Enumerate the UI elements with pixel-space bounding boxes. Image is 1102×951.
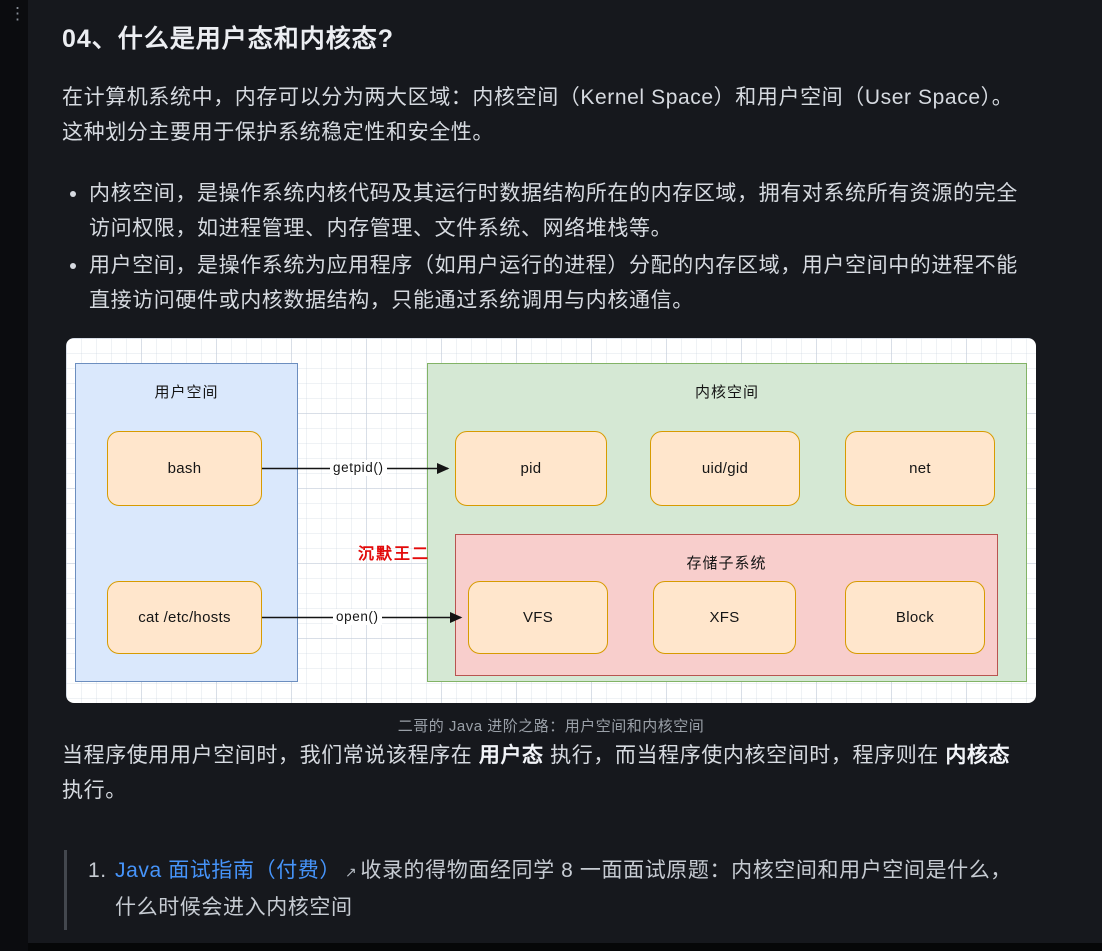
bullet-kernel-space: 内核空间，是操作系统内核代码及其运行时数据结构所在的内存区域，拥有对系统所有资源… — [89, 182, 1018, 240]
figure-caption: 二哥的 Java 进阶之路：用户空间和内核空间 — [397, 718, 705, 735]
node-vfs: VFS — [468, 581, 608, 654]
diagram-image: 用户空间 内核空间 存储子系统 bash cat /etc/hosts pid … — [66, 338, 1036, 703]
quote-body: 收录的得物面经同学 8 一面面试原题：内核空间和用户空间是什么，什么时候会进入内… — [115, 859, 1012, 919]
mode-text-3: 执行。 — [62, 779, 127, 802]
term-user-mode: 用户态 — [478, 744, 544, 767]
node-block: Block — [845, 581, 985, 654]
external-link-icon: ↗ — [345, 864, 358, 880]
article-surface: 04、什么是用户态和内核态? 在计算机系统中，内存可以分为两大区域：内核空间（K… — [28, 0, 1102, 943]
left-gutter: ⋮ — [0, 0, 28, 951]
figure: 用户空间 内核空间 存储子系统 bash cat /etc/hosts pid … — [66, 338, 1036, 738]
list-item: 内核空间，是操作系统内核代码及其运行时数据结构所在的内存区域，拥有对系统所有资源… — [89, 176, 1024, 246]
node-pid: pid — [455, 431, 607, 506]
interview-guide-link[interactable]: Java 面试指南（付费） — [115, 859, 341, 882]
watermark-text: 沉默王二 — [358, 546, 431, 563]
kebab-menu-icon[interactable]: ⋮ — [9, 4, 26, 23]
mode-text-2: 执行，而当程序使内核空间时，程序则在 — [543, 744, 946, 767]
intro-paragraph: 在计算机系统中，内存可以分为两大区域：内核空间（Kernel Space）和用户… — [62, 86, 1014, 144]
node-cat-etc-hosts: cat /etc/hosts — [107, 581, 262, 654]
node-bash: bash — [107, 431, 262, 506]
list-item: 用户空间，是操作系统为应用程序（如用户运行的进程）分配的内存区域，用户空间中的进… — [89, 248, 1024, 318]
arrow-label-open: open() — [333, 609, 382, 625]
bullet-user-space: 用户空间，是操作系统为应用程序（如用户运行的进程）分配的内存区域，用户空间中的进… — [89, 254, 1018, 312]
quote-number: 1. — [88, 859, 107, 882]
article: 04、什么是用户态和内核态? 在计算机系统中，内存可以分为两大区域：内核空间（K… — [28, 0, 1102, 930]
bullet-list: 内核空间，是操作系统内核代码及其运行时数据结构所在的内存区域，拥有对系统所有资源… — [62, 176, 1024, 318]
kernel-space-label: 内核空间 — [694, 384, 759, 401]
arrow-label-getpid: getpid() — [330, 460, 387, 476]
term-kernel-mode: 内核态 — [945, 744, 1011, 767]
reference-quote: 1. Java 面试指南（付费）↗收录的得物面经同学 8 一面面试原题：内核空间… — [64, 850, 1050, 930]
node-uid-gid: uid/gid — [650, 431, 800, 506]
quote-text: Java 面试指南（付费）↗收录的得物面经同学 8 一面面试原题：内核空间和用户… — [115, 853, 1017, 925]
user-space-label: 用户空间 — [154, 384, 219, 401]
page-title: 04、什么是用户态和内核态? — [62, 25, 395, 53]
storage-subsystem-label: 存储子系统 — [686, 555, 767, 572]
node-xfs: XFS — [653, 581, 796, 654]
mode-paragraph: 当程序使用用户空间时，我们常说该程序在 用户态 执行，而当程序使内核空间时，程序… — [62, 738, 1030, 808]
mode-text-1: 当程序使用用户空间时，我们常说该程序在 — [62, 744, 479, 767]
node-net: net — [845, 431, 995, 506]
